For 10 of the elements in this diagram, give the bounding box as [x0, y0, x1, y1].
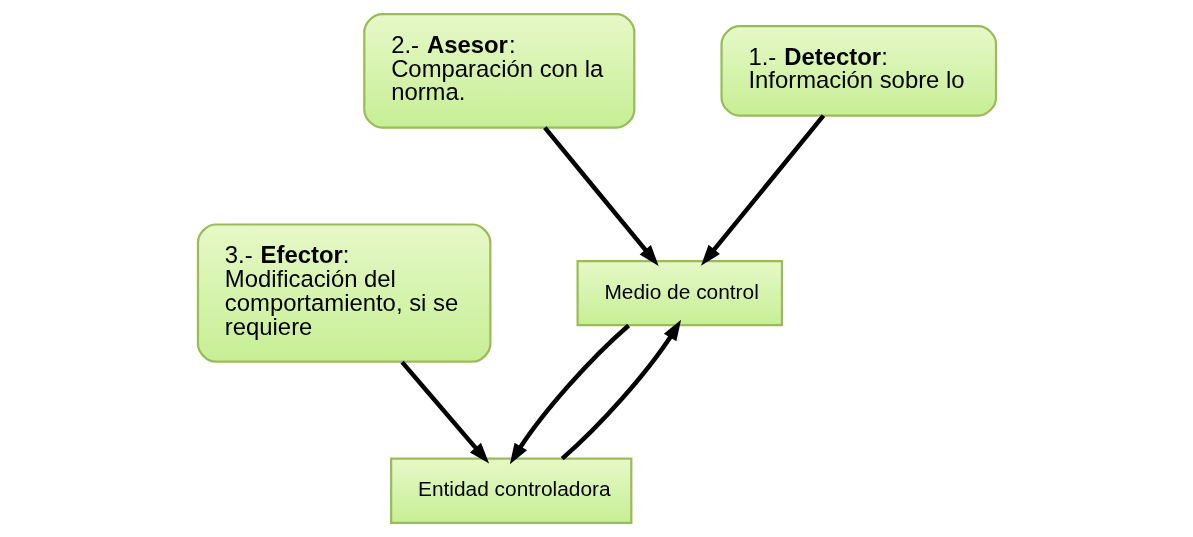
arrow: [700, 114, 825, 266]
node-box: 2.- Asesor: Comparación con la norma.: [362, 13, 635, 129]
arrow: [399, 360, 489, 464]
node-box: 3.- Efector: Modificación del comportamiento, si se requiere: [196, 223, 491, 363]
arrow: [560, 319, 681, 461]
node-box: Entidad controladora: [389, 457, 632, 524]
arrow: [542, 126, 659, 266]
arrow: [509, 323, 630, 465]
node-box: Medio de control: [576, 259, 783, 327]
node-box: 1.- Detector: Información sobre lo: [719, 25, 997, 117]
